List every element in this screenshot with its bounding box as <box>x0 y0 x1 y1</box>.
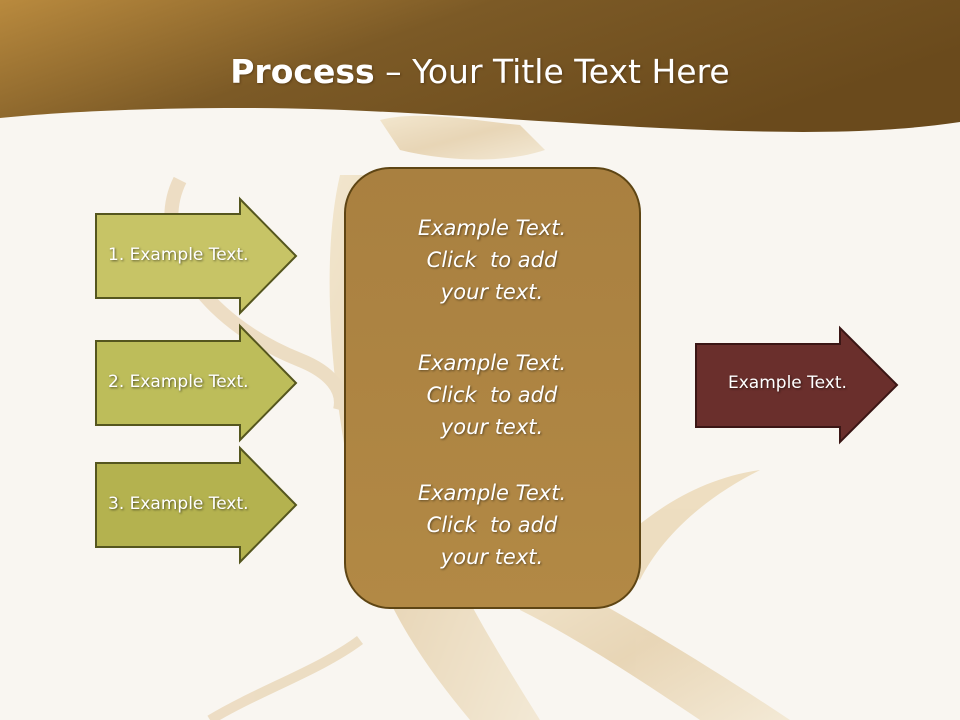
process-text-line: your text. <box>440 545 544 569</box>
process-text-line: Click to add <box>426 248 558 272</box>
header-band <box>0 0 960 132</box>
title-rest: – Your Title Text Here <box>374 52 730 91</box>
process-text-line: Example Text. <box>417 351 567 375</box>
process-text-line: your text. <box>440 415 544 439</box>
output-arrow <box>695 325 899 445</box>
process-text-line: Example Text. <box>417 481 567 505</box>
output-label[interactable]: Example Text. <box>728 373 847 393</box>
input-arrow-3 <box>95 445 298 565</box>
input-label-1[interactable]: 1. Example Text. <box>108 245 249 265</box>
process-text-block-1[interactable]: Example Text. Click to add your text. <box>346 212 638 308</box>
process-text-line: Example Text. <box>417 216 567 240</box>
input-arrow-1 <box>95 196 298 316</box>
input-label-3[interactable]: 3. Example Text. <box>108 494 249 514</box>
process-text-block-2[interactable]: Example Text. Click to add your text. <box>346 347 638 443</box>
process-box <box>344 167 641 609</box>
input-label-2[interactable]: 2. Example Text. <box>108 372 249 392</box>
process-text-line: Click to add <box>426 383 558 407</box>
process-text-line: Click to add <box>426 513 558 537</box>
process-text-block-3[interactable]: Example Text. Click to add your text. <box>346 477 638 573</box>
process-text-line: your text. <box>440 280 544 304</box>
title-bold: Process <box>230 52 375 91</box>
input-arrow-2 <box>95 323 298 443</box>
slide-title[interactable]: Process – Your Title Text Here <box>0 52 960 91</box>
